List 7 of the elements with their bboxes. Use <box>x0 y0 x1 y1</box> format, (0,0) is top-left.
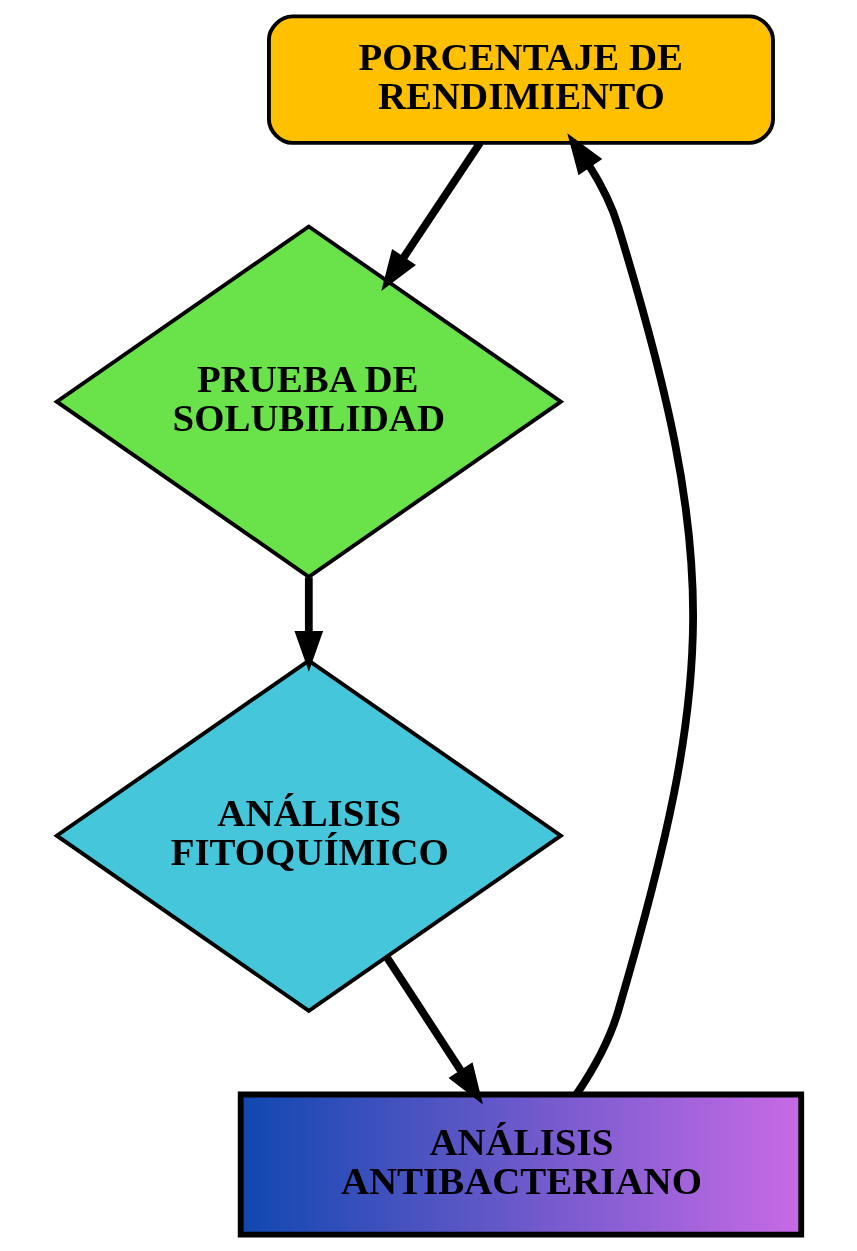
node-box: PORCENTAJE DE RENDIMIENTO <box>266 14 775 145</box>
node-diamond: PRUEBA DE SOLUBILIDAD <box>52 224 564 580</box>
arrow <box>294 577 323 672</box>
node-box: ANÁLISIS ANTIBACTERIANO <box>237 1091 804 1238</box>
arrow <box>380 140 483 291</box>
arrow <box>382 954 483 1105</box>
node-diamond: ANÁLISIS FITOQUÍMICO <box>52 658 564 1014</box>
